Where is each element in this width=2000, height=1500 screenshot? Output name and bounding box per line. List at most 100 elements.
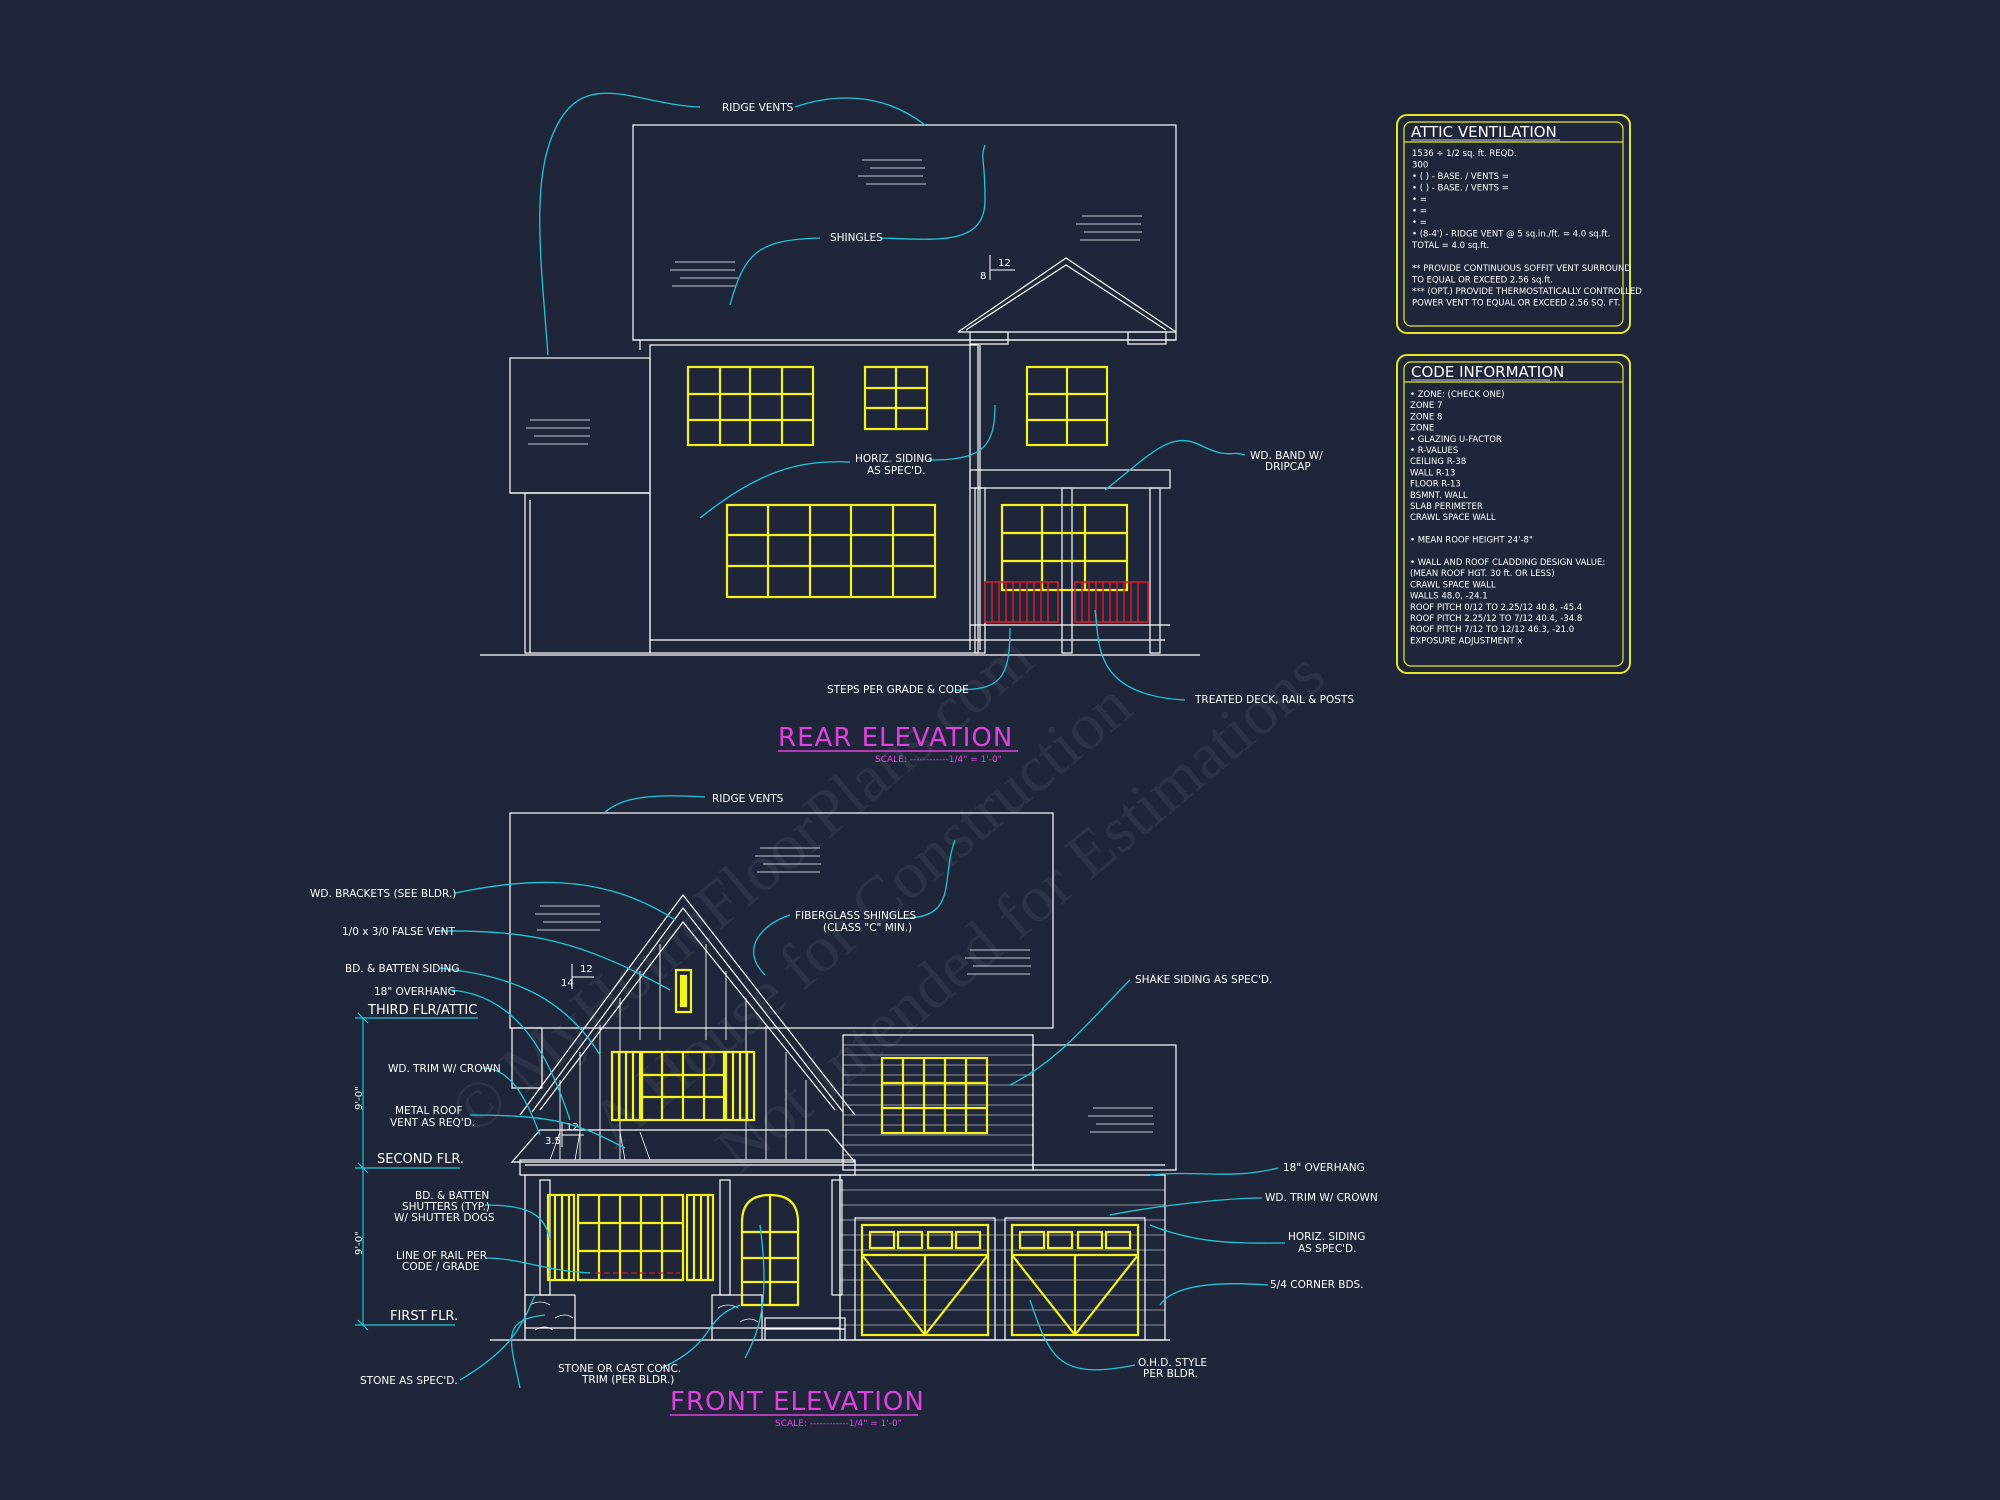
- front-label-bd-shutters-2: SHUTTERS (TYP.): [402, 1201, 490, 1213]
- rear-deck-railing: [984, 581, 1149, 623]
- rear-main-roof: [632, 124, 1177, 341]
- front-elevation-scale: SCALE: ------------1/4" = 1'-0": [775, 1419, 902, 1429]
- code-information-line: ZONE 8: [1410, 412, 1442, 422]
- front-label-line-rail-2: CODE / GRADE: [402, 1261, 479, 1273]
- front-garage-wall: [839, 1174, 1166, 1341]
- front-label-shake: SHAKE SIDING AS SPEC'D.: [1135, 974, 1272, 986]
- rear-elevation-title: REAR ELEVATION: [778, 723, 1013, 753]
- front-label-r-siding-2: AS SPEC'D.: [1298, 1243, 1356, 1255]
- rear-leaders: [539, 92, 1246, 701]
- front-label-false-vent: 1/0 x 3/0 FALSE VENT: [342, 926, 455, 938]
- rear-roof-texture: [526, 159, 1142, 445]
- code-information-line: CRAWL SPACE WALL: [1410, 513, 1496, 523]
- code-information-line: ROOF PITCH 0/12 TO 2.25/12 40.8, -45.4: [1410, 603, 1582, 613]
- rear-windows: [686, 365, 1129, 599]
- code-information-box: CODE INFORMATION • ZONE: (CHECK ONE) ZON…: [1396, 354, 1631, 674]
- front-label-fiberglass: FIBERGLASS SHINGLES: [795, 910, 916, 922]
- rear-garage-roof: [509, 357, 651, 494]
- rear-window-center: [863, 365, 929, 431]
- front-label-18-overhang: 18" OVERHANG: [374, 986, 456, 998]
- rear-label-ridge-vents: RIDGE VENTS: [722, 102, 794, 114]
- code-information-line: ROOF PITCH 2.25/12 TO 7/12 40.4, -34.8: [1410, 614, 1582, 624]
- rear-roof-pitch: [989, 255, 1015, 280]
- front-leaders: [434, 795, 1286, 1389]
- code-information-line: FLOOR R-13: [1410, 480, 1461, 490]
- front-label-r-trim: WD. TRIM W/ CROWN: [1265, 1192, 1378, 1204]
- front-elevation-title: FRONT ELEVATION: [670, 1387, 925, 1417]
- front-label-metal-roof-2: VENT AS REQ'D.: [390, 1117, 475, 1129]
- rear-porch-windows: [1000, 503, 1129, 592]
- rear-label-wd-band-2: DRIPCAP: [1265, 461, 1311, 473]
- code-information-line: ZONE 7: [1410, 401, 1442, 411]
- attic-ventilation-box: ATTIC VENTILATION 1536 ÷ 1/2 sq. ft. REQ…: [1396, 114, 1642, 334]
- front-porch-shutters: [546, 1193, 715, 1282]
- attic-ventilation-line: • =: [1412, 207, 1427, 217]
- code-information-line: (MEAN ROOF HGT. 30 ft. OR LESS): [1410, 569, 1555, 579]
- front-entry-door: [740, 1193, 800, 1307]
- front-label-r-siding: HORIZ. SIDING: [1288, 1231, 1365, 1243]
- level-second-floor: SECOND FLR.: [377, 1152, 464, 1167]
- dim-upper: 9'-0": [354, 1086, 365, 1110]
- rear-label-steps: STEPS PER GRADE & CODE: [827, 684, 969, 696]
- code-information-line: CRAWL SPACE WALL: [1410, 580, 1496, 590]
- code-information-line: WALL R-13: [1410, 468, 1455, 478]
- rear-porch-band: [969, 469, 1171, 489]
- attic-ventilation-line: 300: [1412, 161, 1428, 171]
- front-label-fiberglass-2: (CLASS "C" MIN.): [823, 922, 912, 934]
- attic-ventilation-line: 1536 ÷ 1/2 sq. ft. REQD.: [1412, 149, 1517, 159]
- code-information-line: EXPOSURE ADJUSTMENT x: [1410, 636, 1522, 646]
- code-information-line: BSMNT. WALL: [1410, 491, 1468, 501]
- attic-ventilation-line: TO EQUAL OR EXCEED 2.56 sq.ft.: [1411, 276, 1553, 286]
- front-garage-wing-roof: [1032, 1044, 1177, 1171]
- front-garage-door-right: [1010, 1223, 1140, 1337]
- rear-label-treated-deck: TREATED DECK, RAIL & POSTS: [1194, 694, 1354, 706]
- front-pitch-rise: 14: [561, 978, 574, 989]
- front-garage-door-left: [860, 1223, 990, 1337]
- watermark: © MyHomeFloorPlans.com A House for Const…: [436, 620, 1338, 1186]
- front-label-stone-cast-2: TRIM (PER BLDR.): [581, 1374, 674, 1386]
- watermark-line-1: © MyHomeFloorPlans.com: [436, 620, 1047, 1149]
- code-information-line: SLAB PERIMETER: [1410, 502, 1483, 512]
- front-porch-pitch-run: 12: [566, 1122, 579, 1133]
- front-label-wd-brackets: WD. BRACKETS (SEE BLDR.): [310, 888, 456, 900]
- rear-pitch-run: 12: [998, 258, 1011, 269]
- front-level-markers: [355, 1012, 478, 1331]
- front-label-stone-cast: STONE OR CAST CONC.: [558, 1363, 681, 1375]
- level-first-floor: FIRST FLR.: [390, 1309, 458, 1324]
- attic-ventilation-title: ATTIC VENTILATION: [1411, 123, 1557, 141]
- rear-pitch-rise: 8: [980, 271, 986, 282]
- rear-window-lower: [725, 503, 937, 599]
- front-label-bd-shutters-3: W/ SHUTTER DOGS: [394, 1212, 495, 1224]
- front-roof-pitch: [561, 964, 594, 1147]
- front-label-wd-trim-crown: WD. TRIM W/ CROWN: [388, 1063, 501, 1075]
- attic-ventilation-line: • ( ) - BASE. / VENTS =: [1412, 184, 1509, 194]
- rear-label-wd-band: WD. BAND W/: [1250, 450, 1323, 462]
- rear-label-shingles: SHINGLES: [830, 232, 883, 244]
- front-gable: [519, 894, 856, 1116]
- attic-ventilation-line: ** PROVIDE CONTINUOUS SOFFIT VENT SURROU…: [1412, 264, 1631, 274]
- front-label-bd-batten-siding: BD. & BATTEN SIDING: [345, 963, 459, 975]
- front-label-line-rail: LINE OF RAIL PER: [396, 1250, 487, 1262]
- front-label-bd-shutters: BD. & BATTEN: [415, 1190, 489, 1202]
- code-information-line: CEILING R-38: [1410, 457, 1466, 467]
- front-main-roof: [509, 812, 1054, 1029]
- rear-gable: [957, 257, 1177, 333]
- code-information-line: WALLS 48.0, -24.1: [1410, 592, 1488, 602]
- front-pitch-run: 12: [580, 964, 593, 975]
- front-false-vent: [674, 968, 693, 1014]
- code-information-line: • ZONE: (CHECK ONE): [1410, 390, 1504, 400]
- front-label-corner-bds: 5/4 CORNER BDS.: [1270, 1279, 1364, 1291]
- rear-label-horiz-siding-2: AS SPEC'D.: [867, 465, 925, 477]
- code-information-line: ZONE: [1410, 424, 1434, 434]
- rear-elevation-scale: SCALE: ------------1/4" = 1'-0": [875, 755, 1002, 765]
- front-label-stone: STONE AS SPEC'D.: [360, 1375, 458, 1387]
- front-label-ohd: O.H.D. STYLE: [1138, 1357, 1207, 1369]
- code-information-line: • WALL AND ROOF CLADDING DESIGN VALUE:: [1410, 558, 1605, 568]
- front-label-r-overhang: 18" OVERHANG: [1283, 1162, 1365, 1174]
- front-label-ohd-2: PER BLDR.: [1143, 1368, 1198, 1380]
- rear-garage-wall: [524, 492, 651, 654]
- attic-ventilation-line: *** (OPT.) PROVIDE THERMOSTATICALLY CONT…: [1412, 287, 1642, 297]
- front-porch-pitch-rise: 3.5: [545, 1136, 561, 1147]
- dim-lower: 9'-0": [354, 1231, 365, 1255]
